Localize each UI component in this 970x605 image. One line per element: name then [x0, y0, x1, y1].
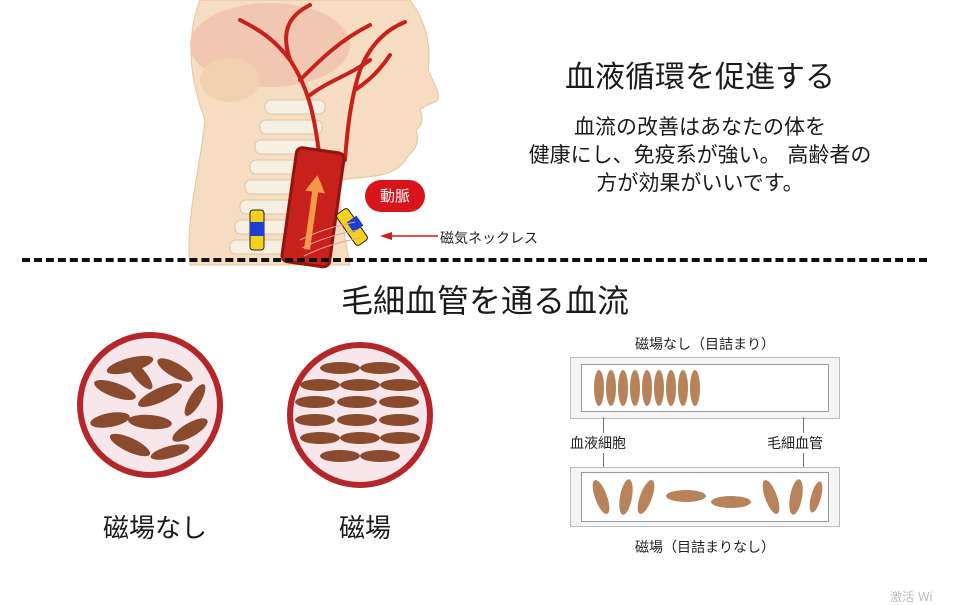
- circle-no-field: [77, 332, 223, 478]
- watermark: 激活 Wi: [890, 590, 933, 604]
- caption-with-field: 磁場: [338, 514, 391, 544]
- capillary-flowing: [570, 467, 840, 527]
- necklace-label: 磁気ネックレス: [440, 231, 538, 247]
- magnetic-beads: [249, 208, 368, 251]
- clogged-cells: [594, 370, 700, 406]
- caption-no-field: 磁場なし: [102, 514, 207, 544]
- artery-badge: 動脈: [365, 180, 425, 212]
- blood-cell-label: 血液細胞: [568, 433, 628, 453]
- description: 血流の改善はあなたの体を 健康にし、免疫系が強い。 高齢者の 方が効果がいいです…: [528, 115, 872, 195]
- dashed-divider: [22, 258, 927, 262]
- capillary-clogged: [570, 357, 840, 419]
- brain-arteries: [238, 3, 407, 162]
- page-title: 血液循環を促進する: [565, 60, 835, 95]
- capillary-label: 毛細血管: [765, 433, 825, 453]
- flowing-cells: [592, 479, 823, 515]
- circle-with-field: [287, 342, 433, 488]
- tube-top-caption: 磁場なし（目詰まり）: [635, 337, 775, 353]
- artery-label: 動脈: [379, 187, 410, 205]
- tube-bottom-caption: 磁場（目詰まりなし）: [635, 540, 775, 556]
- section-title: 毛細血管を通る血流: [340, 282, 629, 320]
- neck-artery-illustration: [188, 0, 439, 269]
